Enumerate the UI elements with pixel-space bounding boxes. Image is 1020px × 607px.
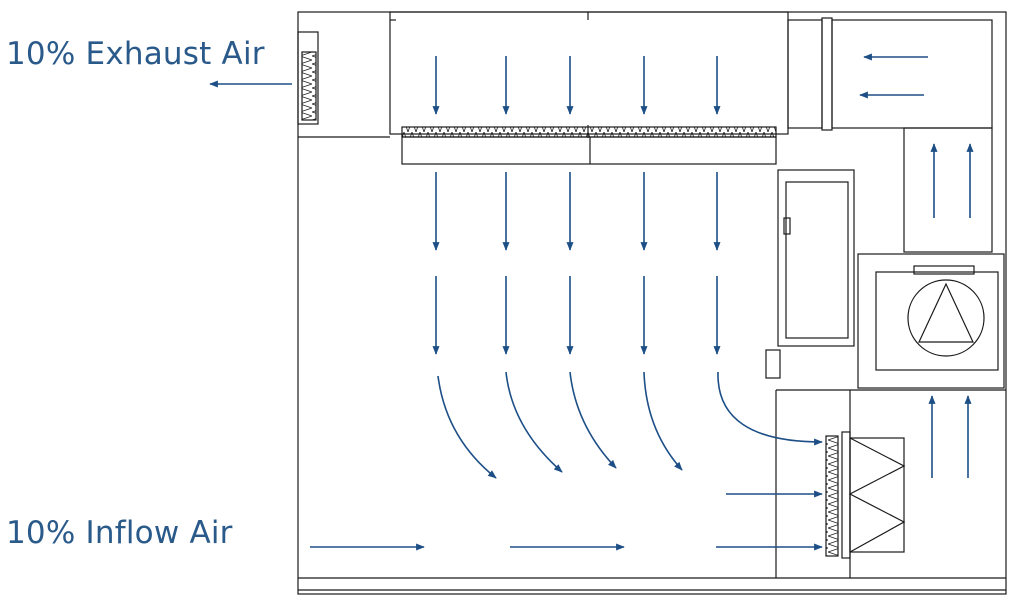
control-panel — [777, 169, 855, 347]
inflow-air-label: 10% Inflow Air — [6, 515, 233, 551]
inflow-prefilter — [825, 435, 839, 557]
curve-arrow-3 — [569, 371, 617, 469]
inflow-hepa — [849, 437, 905, 553]
blower-housing — [857, 253, 1005, 389]
duct-flange — [821, 17, 833, 131]
blower-casing — [875, 271, 999, 371]
blower-bracket — [913, 265, 975, 275]
panel-latch — [765, 349, 781, 379]
return-duct-top — [831, 19, 993, 129]
inflow-hepa-pleats — [848, 437, 906, 553]
fan-circle — [907, 279, 985, 357]
exhaust-air-label: 10% Exhaust Air — [6, 36, 265, 72]
downflow-hepa-filter — [401, 126, 777, 138]
curve-arrow-5 — [717, 371, 823, 446]
diffuser-panel — [401, 136, 777, 165]
airflow-arrows — [209, 53, 974, 551]
fan-triangle — [918, 282, 974, 343]
top-plenum — [389, 11, 789, 135]
exhaust-filter — [301, 51, 317, 121]
exhaust-filter-housing — [297, 31, 319, 125]
curve-arrow-4 — [643, 371, 683, 471]
cabinet-frame — [297, 11, 1007, 595]
filter-frame — [841, 431, 851, 559]
curve-arrow-1 — [437, 375, 497, 479]
cabinet-outline — [297, 11, 1007, 595]
duct-connector — [787, 19, 823, 129]
return-duct-riser — [903, 127, 993, 253]
curve-arrow-2 — [505, 371, 563, 473]
